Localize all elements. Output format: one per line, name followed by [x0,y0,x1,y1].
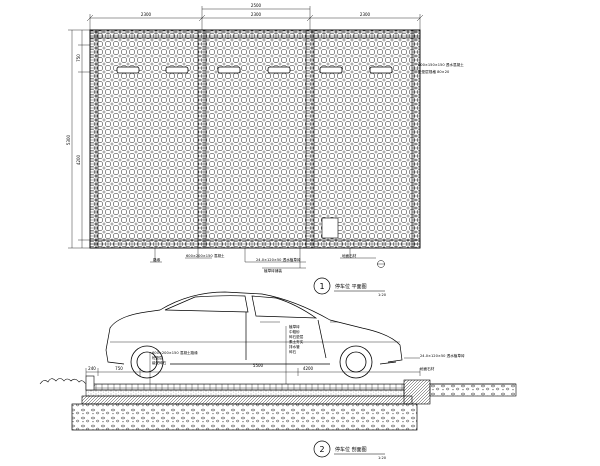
label-curb: 路缘 [153,257,161,262]
sec-note-left-2: 砼垫层 [152,355,163,360]
border-left [89,29,99,249]
wheel-stops [116,66,393,74]
dim-top-2: 2300 [251,12,262,17]
top-dimensions [86,6,424,30]
dim-left-2: 4200 [76,154,81,165]
right-stone [429,383,517,397]
sec-note-right-2: 地面石材 [420,366,435,371]
right-curb [403,379,431,405]
label-paver-layout: 植草砖铺装 [264,268,282,273]
car-outline [105,291,403,365]
sec-note-left-1: 600×200×150 混凝土路缘 [152,350,198,355]
border-bottom [89,239,421,249]
border-top [89,29,421,39]
sec-note-mid-1: 植草砖 [289,324,300,329]
bay-divider-2 [305,29,315,249]
sec-dim-2: 750 [115,366,123,371]
caption-1-title: 停车位 平面图 [335,283,367,290]
dim-left-1: 750 [76,54,81,62]
note-paver: 600×150×150 透水混凝土 [418,62,464,67]
sec-note-mid-3: 碎石垫层 [289,334,304,339]
dim-left-outer: 5300 [66,134,71,145]
sand-layer [85,389,405,397]
section-dimensions [85,368,421,376]
caption-2-title: 停车位 剖面图 [335,446,367,453]
dim-top-3: 2300 [360,12,371,17]
sec-note-mid-4: 素土夯实 [289,339,304,344]
shrub-left [39,378,96,387]
sec-note-right-1: 24.0×120×50 透水植草砖 [420,353,465,358]
sec-note-mid-5: 排水管 [289,344,300,349]
gravel-layer [71,403,418,431]
caption-1-scale: 1:20 [378,293,387,297]
left-curb [85,375,95,391]
note-paver-2: 砼垫层规格 80×20 [418,69,450,74]
caption-2-circle [313,440,331,458]
dim-top-center: 2500 [251,3,262,8]
sec-note-left-3: 级配碎石 [152,360,167,365]
label-grass-paver: 24.0×120×50 透水植草砖 [256,257,301,262]
plan-view: 2300 2300 2300 2500 750 4200 5300 600×15… [66,3,464,297]
sec-dim-3: 5500 [253,363,264,368]
dim-top-1: 2300 [141,12,152,17]
caption-2-number: 2 [319,445,324,454]
sec-note-mid-2: 中粗砂 [289,329,300,334]
paving-blocks [85,383,405,391]
car-wheels [130,345,373,379]
caption-2-scale: 1:20 [378,456,387,460]
left-dimensions [68,29,90,249]
sec-dim-1: 240 [88,366,96,371]
bay-divider-1 [197,29,207,249]
label-stone: 地面石材 [342,253,357,258]
base-layer [81,395,413,405]
paving-field [89,29,421,249]
section-view: 240 750 5500 4200 600×200×150 混凝土路缘 砼垫层 … [39,291,517,460]
caption-1-circle [313,277,331,295]
border-right [411,29,421,249]
caption-1-number: 1 [319,282,324,291]
label-concrete: 600×200×150 混凝土 [186,253,225,258]
sec-note-mid-6: 碎石 [289,349,297,354]
bottom-leaders [150,248,376,269]
drain-box [321,217,339,239]
sec-dim-4: 4200 [303,366,314,371]
